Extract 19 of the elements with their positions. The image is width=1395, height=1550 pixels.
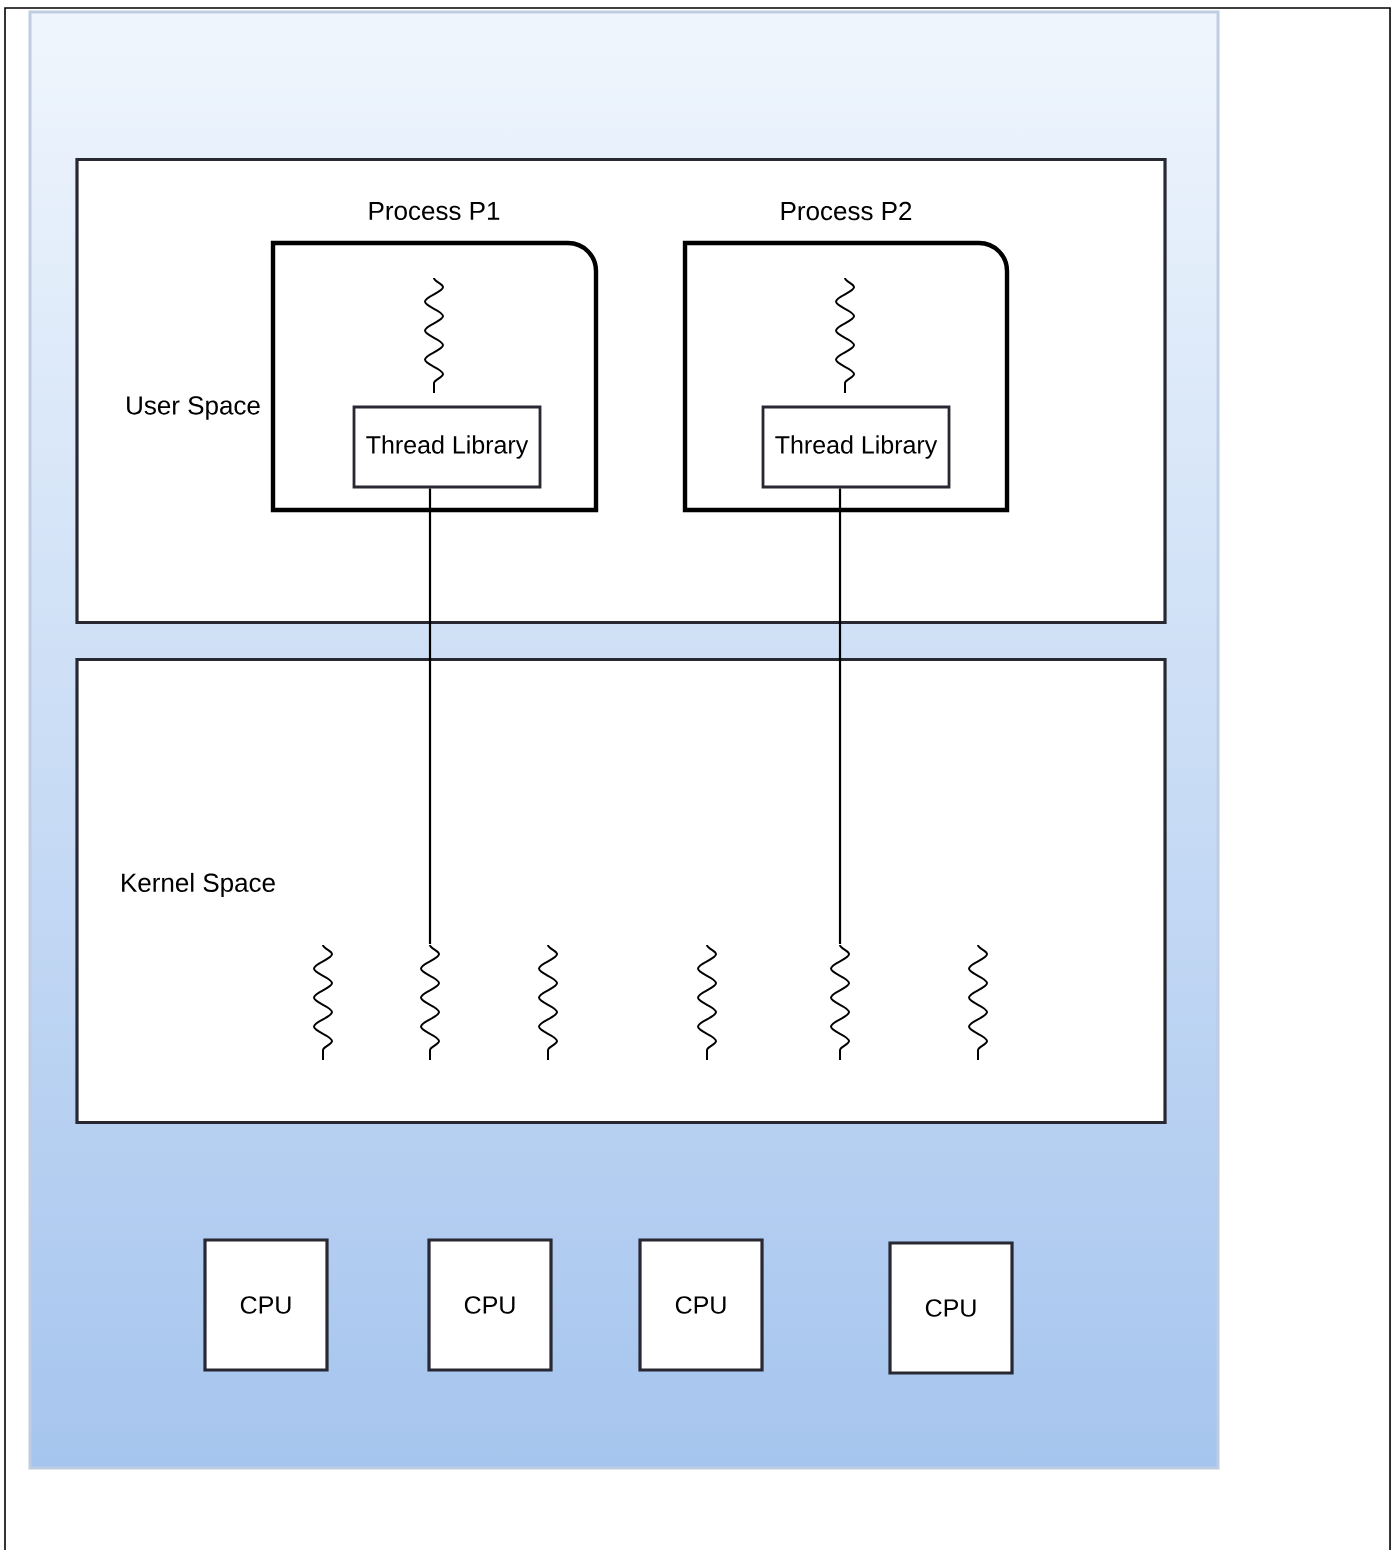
thread-wave [424, 277, 444, 394]
thread-wave [538, 944, 558, 1061]
thread-wave [968, 944, 988, 1061]
cpu-box: CPU [203, 1238, 329, 1372]
library-box: Thread Library [352, 405, 542, 489]
library-box: Thread Library [761, 405, 951, 489]
node-label: Process P2 [781, 201, 912, 221]
connector-line [428, 488, 432, 945]
thread-wave [835, 277, 855, 394]
connector-line [838, 488, 842, 945]
thread-wave [697, 944, 717, 1061]
thread-wave [313, 944, 333, 1061]
thread-wave [420, 944, 440, 1061]
region-box: Kernel Space [75, 657, 1167, 1125]
node-label: Process P1 [369, 201, 500, 221]
cpu-box: CPU [427, 1238, 553, 1372]
cpu-box: CPU [888, 1241, 1014, 1375]
cpu-box: CPU [638, 1238, 764, 1372]
thread-wave [830, 944, 850, 1061]
